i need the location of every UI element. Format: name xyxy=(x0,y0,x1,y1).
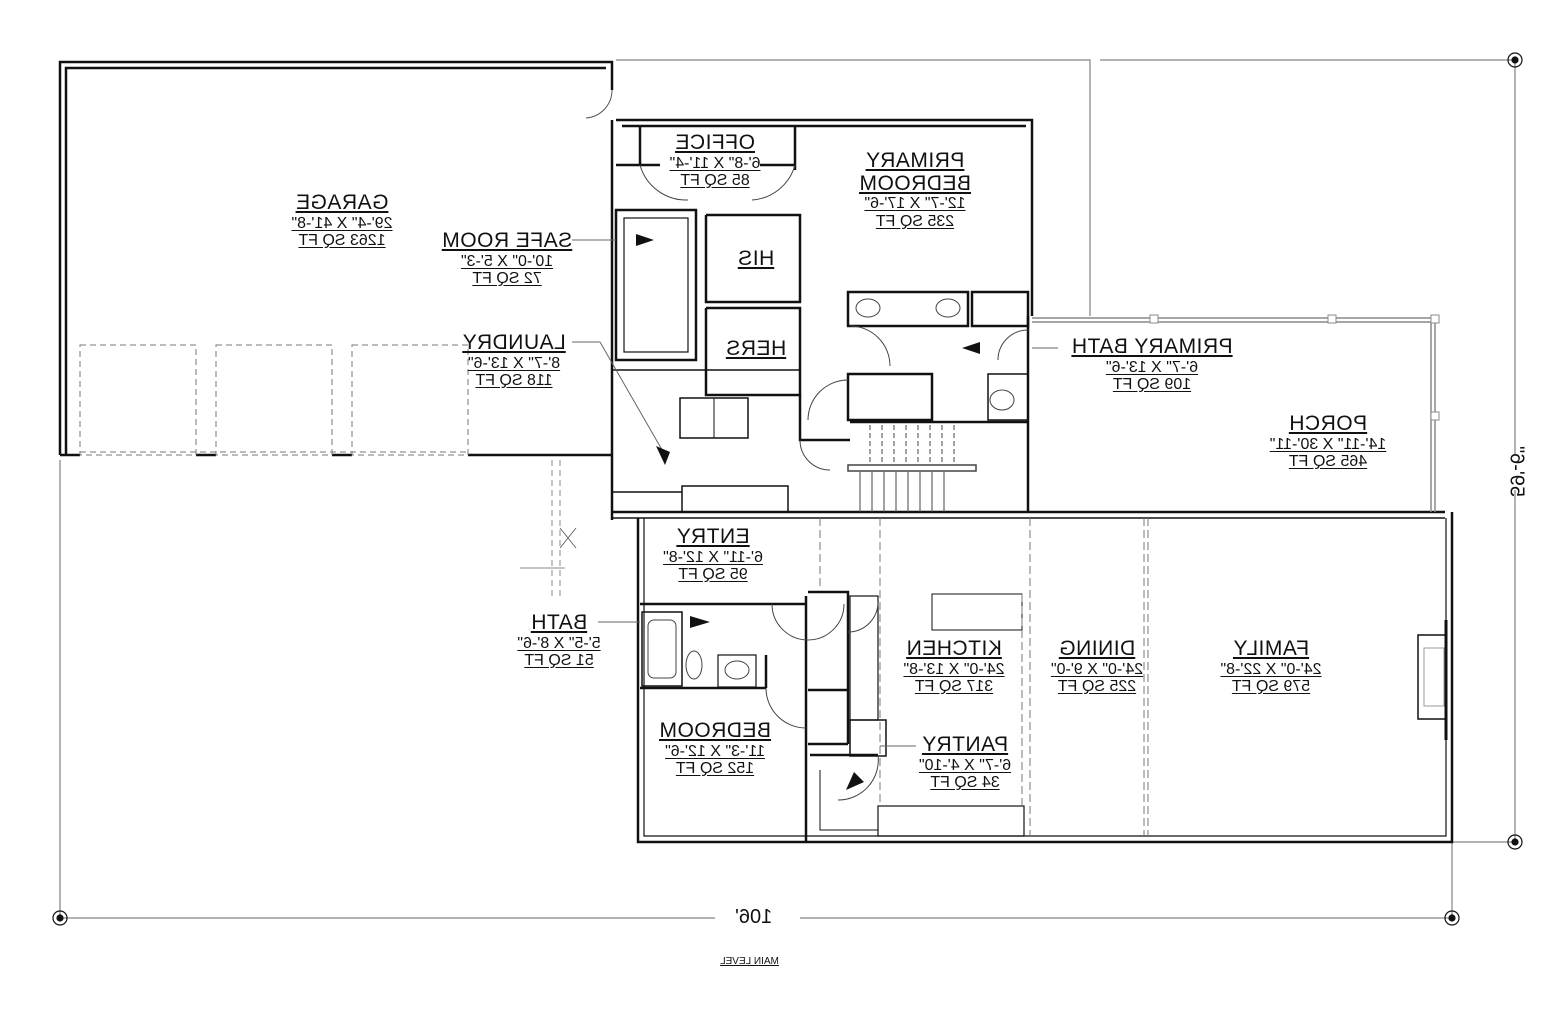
room-label-porch: PORCH 14'-11" X 30'-11" 465 SQ FT xyxy=(1248,412,1408,470)
room-dividers xyxy=(819,518,1149,836)
room-size: 29'-4" X 41'-8" xyxy=(291,214,393,232)
room-name: BATH xyxy=(530,611,588,634)
room-name: OFFICE xyxy=(675,131,755,154)
room-label-primary-bedroom: PRIMARY BEDROOM 12'-7" X 17'-6" 235 SQ F… xyxy=(840,149,990,230)
room-size: 14'-11" X 30'-11" xyxy=(1269,435,1387,453)
room-area: 465 SQ FT xyxy=(1288,452,1368,470)
room-size: 24'-0" X 13'-8" xyxy=(903,660,1005,678)
room-area: 579 SQ FT xyxy=(1231,677,1311,695)
room-size: 24'-0" X 22'-8" xyxy=(1220,660,1322,678)
room-name: PANTRY xyxy=(921,733,1009,756)
drawing-caption: MAIN LEVEL xyxy=(720,956,779,967)
room-size: 6'-7" X 4'-10" xyxy=(918,756,1012,774)
staircase xyxy=(869,425,955,465)
room-area: 51 SQ FT xyxy=(524,651,594,669)
room-area: 152 SQ FT xyxy=(675,759,755,777)
room-label-family: FAMILY 24'-0" X 22'-8" 579 SQ FT xyxy=(1206,637,1336,695)
room-label-office: OFFICE 6'-8" X 11'-4" 85 SQ FT xyxy=(650,131,780,189)
arrowheads xyxy=(636,234,980,790)
overall-width-dimension: 106' xyxy=(735,906,773,928)
room-name: PRIMARY BATH xyxy=(1071,335,1233,358)
room-label-primary-bath: PRIMARY BATH 6'-7" X 13'-6" 109 SQ FT xyxy=(1052,335,1252,393)
room-name: ENTRY xyxy=(676,525,750,548)
room-size: 6'-7" X 13'-6" xyxy=(1105,358,1199,376)
dimension-lines xyxy=(59,59,1516,919)
room-size: 8'-7" X 13'-6" xyxy=(467,354,561,372)
room-size: 6'-11" X 12'-8" xyxy=(663,548,763,566)
room-area: 225 SQ FT xyxy=(1057,677,1137,695)
room-label-bedroom: BEDROOM 11'-3" X 12'-6" 152 SQ FT xyxy=(650,719,780,777)
room-name: DINING xyxy=(1058,637,1136,660)
room-label-laundry: LAUNDRY 8'-7" X 13'-6" 118 SQ FT xyxy=(444,331,584,389)
room-size: 24'-0" X 9'-0" xyxy=(1050,660,1144,678)
room-area: 235 SQ FT xyxy=(875,212,955,230)
dimension-markers xyxy=(52,52,1523,926)
fireplace xyxy=(1417,620,1448,740)
door-swings xyxy=(639,164,1029,471)
garage-walls xyxy=(58,60,614,520)
room-label-dining: DINING 24'-0" X 9'-0" 225 SQ FT xyxy=(1032,637,1162,695)
room-name-line2: BEDROOM xyxy=(859,171,972,195)
room-size: 5'-5" X 8'-6" xyxy=(517,634,601,652)
room-area: 72 SQ FT xyxy=(472,269,542,287)
room-area: 317 SQ FT xyxy=(914,677,994,695)
room-area: 1263 SQ FT xyxy=(298,231,386,249)
room-label-entry: ENTRY 6'-11" X 12'-8" 95 SQ FT xyxy=(648,525,778,583)
room-name: HIS xyxy=(737,247,775,270)
lower-walls xyxy=(636,512,1454,844)
room-size: 6'-8" X 11'-4" xyxy=(669,154,761,172)
room-name: FAMILY xyxy=(1232,637,1310,660)
room-name: GARAGE xyxy=(295,191,389,214)
room-label-kitchen: KITCHEN 24'-0" X 13'-8" 317 SQ FT xyxy=(884,637,1024,695)
room-size: 11'-3" X 12'-6" xyxy=(665,742,765,760)
room-label-pantry: PANTRY 6'-7" X 4'-10" 34 SQ FT xyxy=(900,733,1030,791)
fixtures xyxy=(647,298,1015,680)
room-label-safe-room: SAFE ROOM 10'-0" X 5'-3" 72 SQ FT xyxy=(432,229,582,287)
garage-doors xyxy=(79,344,469,456)
room-name: LAUNDRY xyxy=(462,331,566,354)
room-label-garage: GARAGE 29'-4" X 41'-8" 1263 SQ FT xyxy=(262,191,422,249)
room-label-his: HIS xyxy=(726,247,786,271)
overall-depth-dimension: 59'-6" xyxy=(1505,446,1528,497)
room-size: 10'-0" X 5'-3" xyxy=(460,252,554,270)
garage-door-swing xyxy=(585,89,613,119)
room-area: 34 SQ FT xyxy=(930,773,1000,791)
room-name: KITCHEN xyxy=(906,637,1002,660)
upper-core-walls xyxy=(612,118,1445,519)
room-area: 109 SQ FT xyxy=(1112,375,1192,393)
room-area: 85 SQ FT xyxy=(680,171,750,189)
room-name: BEDROOM xyxy=(659,719,772,742)
room-area: 118 SQ FT xyxy=(475,371,553,389)
room-name-line1: PRIMARY xyxy=(865,149,965,172)
room-name: PORCH xyxy=(1288,412,1368,435)
room-area: 95 SQ FT xyxy=(678,565,748,583)
room-label-bath: BATH 5'-5" X 8'-6" 51 SQ FT xyxy=(504,611,614,669)
room-label-hers: HERS xyxy=(716,337,796,361)
room-name: SAFE ROOM xyxy=(441,229,573,252)
room-size: 12'-7" X 17'-6" xyxy=(864,195,966,213)
room-name: HERS xyxy=(725,337,787,360)
